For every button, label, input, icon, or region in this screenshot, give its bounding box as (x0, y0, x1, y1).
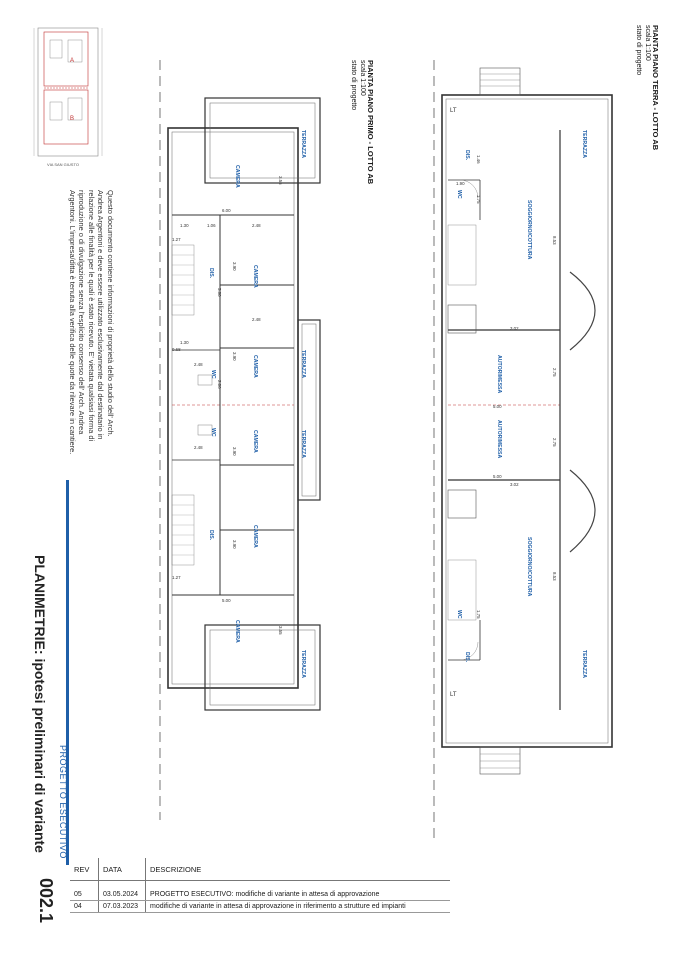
disclaimer-line: Argentoni. L'impresa/ditta è tenuta alla… (67, 190, 77, 455)
key-plan-label-b: B (70, 116, 75, 122)
revision-date: 07.03.2023 (98, 900, 146, 913)
disclaimer: Questo documento contiene informazioni d… (67, 190, 115, 454)
room-label-wc: WC (210, 370, 216, 379)
revision-date: 03.05.2024 (98, 889, 146, 901)
dimension: 1.27 (172, 237, 181, 242)
room-label-terrazza: TERRAZZA (581, 650, 587, 678)
disclaimer-line: riproduzione o di divulgazione senza l'e… (77, 190, 87, 435)
ground-title-line2: scala 1:100 (644, 25, 651, 61)
room-label-camera: CAMERA (234, 620, 240, 643)
dimension: 2.48 (252, 223, 261, 228)
description-header: DESCRIZIONE (145, 858, 450, 881)
room-label-dis: DIS. (208, 268, 214, 279)
dimension: 2.75 (552, 438, 557, 447)
dimension: 3.02 (510, 482, 519, 487)
dimension: 2.48 (194, 445, 203, 450)
room-label-dis: DIS. (464, 150, 470, 161)
key-plan (33, 27, 103, 157)
room-label-lt: LT (450, 108, 457, 114)
dimension: 1.75 (476, 195, 481, 204)
first-title-line1: PIANTA PIANO PRIMO - LOTTO AB (366, 60, 375, 185)
title-rule (66, 480, 69, 865)
disclaimer-line: Questo documento contiene informazioni d… (106, 190, 115, 437)
dimension: 5.00 (493, 474, 502, 479)
room-label-terrazza: TERRAZZA (300, 430, 306, 458)
dimension: 2.48 (194, 362, 203, 367)
first-title-line2: scala 1:100 (359, 60, 366, 96)
room-label-wc: WC (210, 428, 216, 437)
room-label-soggiorno: SOGGIORNO/COTTURA (526, 537, 532, 597)
revision-row (70, 880, 450, 889)
dimension: 3.90 (232, 540, 237, 549)
room-label-camera: CAMERA (252, 525, 258, 548)
dimension: 3.90 (232, 352, 237, 361)
first-floor-plan (159, 60, 321, 820)
dimension: 5.80 (217, 288, 222, 297)
dimension: 3.55 (278, 626, 283, 635)
room-label-camera: CAMERA (252, 355, 258, 378)
revision-number: 04 (70, 900, 99, 913)
ground-floor-plan (433, 60, 613, 840)
room-label-soggiorno: SOGGIORNO/COTTURA (526, 200, 532, 260)
room-label-camera: CAMERA (234, 165, 240, 188)
room-label-terrazza: TERRAZZA (581, 130, 587, 158)
project-phase: PROGETTO ESECUTIVO (58, 745, 68, 859)
dimension: 6.00 (222, 208, 231, 213)
revision-description: PROGETTO ESECUTIVO: modifiche di variant… (145, 889, 450, 901)
date-header: DATA (98, 858, 146, 881)
dimension: 1.75 (476, 610, 481, 619)
room-label-dis: DIS. (464, 652, 470, 663)
dimension: 1.90 (456, 181, 465, 186)
dimension: 0.68 (172, 347, 181, 352)
project-title: PLANIMETRIE: ipotesi preliminari di vari… (32, 555, 48, 853)
room-label-autorimessa: AUTORIMESSA (496, 420, 502, 459)
key-plan-label-a: A (70, 58, 75, 64)
dimension: 2.06 (217, 380, 222, 389)
revision-row: 05 03.05.2024 PROGETTO ESECUTIVO: modifi… (70, 889, 450, 901)
disclaimer-line: relazione alle finalità per le quali è s… (86, 190, 96, 442)
key-plan-caption: VIA SAN GIUSTO (47, 162, 79, 167)
dimension: 1.30 (180, 223, 189, 228)
revision-number: 05 (70, 889, 99, 901)
ground-title-line3: stato di progetto (635, 25, 643, 76)
dimension: 5.00 (493, 404, 502, 409)
dimension: 3.02 (510, 326, 519, 331)
rev-header: REV (70, 858, 99, 881)
dimension: 1.30 (180, 340, 189, 345)
dimension: 8.53 (552, 236, 557, 245)
dimension: 3.55 (278, 176, 283, 185)
revision-table: REV DATA DESCRIZIONE 05 03.05.2024 PROGE… (70, 858, 450, 913)
dimension: 1.46 (476, 155, 481, 164)
room-label-lt: LT (450, 692, 457, 698)
room-label-terrazza: TERRAZZA (300, 350, 306, 378)
room-label-autorimessa: AUTORIMESSA (496, 355, 502, 394)
room-label-terrazza: TERRAZZA (300, 650, 306, 678)
drawing-code: 002.1 (36, 878, 56, 924)
revision-description: modifiche di variante in attesa di appro… (145, 900, 450, 913)
revision-row: 04 07.03.2023 modifiche di variante in a… (70, 900, 450, 913)
room-label-terrazza: TERRAZZA (300, 130, 306, 158)
dimension: 2.48 (252, 317, 261, 322)
disclaimer-line: Andrea Argentoni e deve essere utilizzat… (96, 190, 106, 440)
room-label-dis: DIS. (208, 530, 214, 541)
dimension: 1.27 (172, 575, 181, 580)
ground-title-line1: PIANTA PIANO TERRA - LOTTO AB (651, 25, 660, 151)
room-label-wc: WC (456, 610, 462, 619)
ground-floor-title: PIANTA PIANO TERRA - LOTTO AB scala 1:10… (634, 25, 661, 151)
room-label-camera: CAMERA (252, 430, 258, 453)
first-floor-title: PIANTA PIANO PRIMO - LOTTO AB scala 1:10… (349, 60, 376, 185)
dimension: 5.00 (222, 598, 231, 603)
room-label-wc: WC (456, 190, 462, 199)
revision-header-row: REV DATA DESCRIZIONE (70, 858, 450, 881)
dimension: 3.90 (232, 447, 237, 456)
dimension: 2.75 (552, 368, 557, 377)
room-label-camera: CAMERA (252, 265, 258, 288)
dimension: 1.06 (207, 223, 216, 228)
dimension: 3.90 (232, 262, 237, 271)
dimension: 8.53 (552, 572, 557, 581)
first-title-line3: stato di progetto (350, 60, 358, 111)
